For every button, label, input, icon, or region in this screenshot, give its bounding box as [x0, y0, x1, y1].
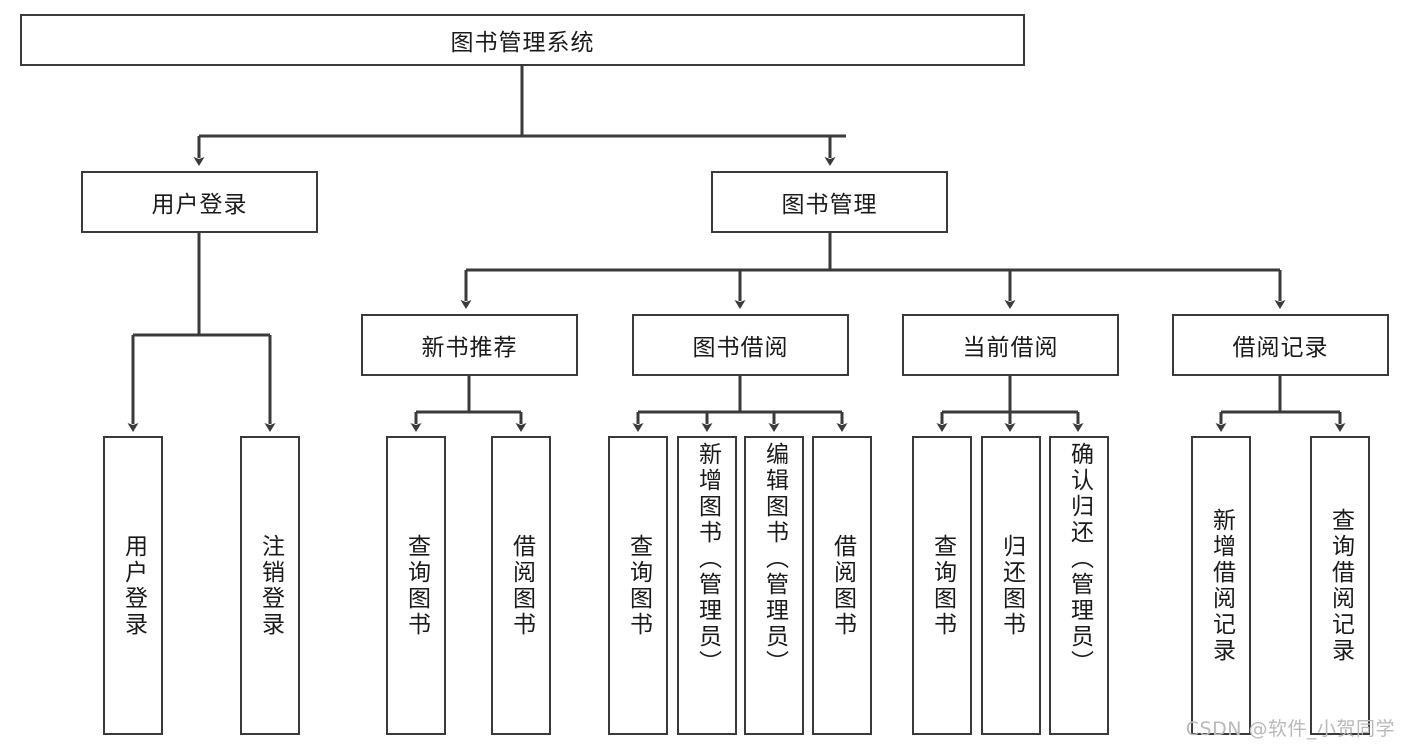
- leaf-borrow-book-1[interactable]: 借阅图书: [491, 436, 551, 735]
- node-user-login-label: 用户登录: [151, 192, 248, 218]
- leaf-logout-label: 注销登录: [257, 533, 284, 638]
- leaf-query-record-label: 查询借阅记录: [1327, 507, 1354, 664]
- leaf-logout[interactable]: 注销登录: [240, 436, 300, 735]
- node-root[interactable]: 图书管理系统: [20, 14, 1025, 66]
- node-user-login[interactable]: 用户登录: [81, 171, 318, 233]
- node-book-manage[interactable]: 图书管理: [711, 171, 948, 233]
- node-current-borrow-label: 当前借阅: [962, 335, 1059, 361]
- leaf-query-book-3-label: 查询图书: [929, 533, 956, 638]
- leaf-query-record[interactable]: 查询借阅记录: [1310, 436, 1370, 735]
- leaf-add-book[interactable]: 新增图书（管理员）: [677, 436, 737, 735]
- node-current-borrow[interactable]: 当前借阅: [902, 314, 1119, 376]
- node-book-borrow[interactable]: 图书借阅: [632, 314, 849, 376]
- leaf-user-login[interactable]: 用户登录: [103, 436, 163, 735]
- node-borrow-record[interactable]: 借阅记录: [1172, 314, 1389, 376]
- watermark: CSDN @软件_小贺同学: [1185, 718, 1395, 740]
- leaf-query-book-2[interactable]: 查询图书: [608, 436, 668, 735]
- leaf-query-book-3[interactable]: 查询图书: [912, 436, 972, 735]
- node-new-book-rec[interactable]: 新书推荐: [361, 314, 578, 376]
- leaf-borrow-book-2[interactable]: 借阅图书: [812, 436, 872, 735]
- leaf-query-book-1-label: 查询图书: [403, 533, 430, 638]
- node-root-label: 图书管理系统: [450, 30, 595, 56]
- leaf-add-book-label: 新增图书（管理员）: [694, 442, 721, 676]
- leaf-borrow-book-2-label: 借阅图书: [829, 533, 856, 638]
- leaf-add-record-label: 新增借阅记录: [1208, 507, 1235, 664]
- leaf-edit-book-label: 编辑图书（管理员）: [761, 442, 788, 676]
- leaf-edit-book[interactable]: 编辑图书（管理员）: [744, 436, 804, 735]
- node-new-book-rec-label: 新书推荐: [421, 335, 518, 361]
- node-book-borrow-label: 图书借阅: [692, 335, 789, 361]
- leaf-query-book-1[interactable]: 查询图书: [386, 436, 446, 735]
- node-book-manage-label: 图书管理: [781, 192, 878, 218]
- leaf-query-book-2-label: 查询图书: [625, 533, 652, 638]
- leaf-confirm-return[interactable]: 确认归还（管理员）: [1049, 436, 1109, 735]
- leaf-add-record[interactable]: 新增借阅记录: [1191, 436, 1251, 735]
- leaf-borrow-book-1-label: 借阅图书: [508, 533, 535, 638]
- node-borrow-record-label: 借阅记录: [1232, 335, 1329, 361]
- leaf-return-book[interactable]: 归还图书: [981, 436, 1041, 735]
- leaf-confirm-return-label: 确认归还（管理员）: [1066, 442, 1093, 676]
- leaf-user-login-label: 用户登录: [120, 533, 147, 638]
- leaf-return-book-label: 归还图书: [998, 533, 1025, 638]
